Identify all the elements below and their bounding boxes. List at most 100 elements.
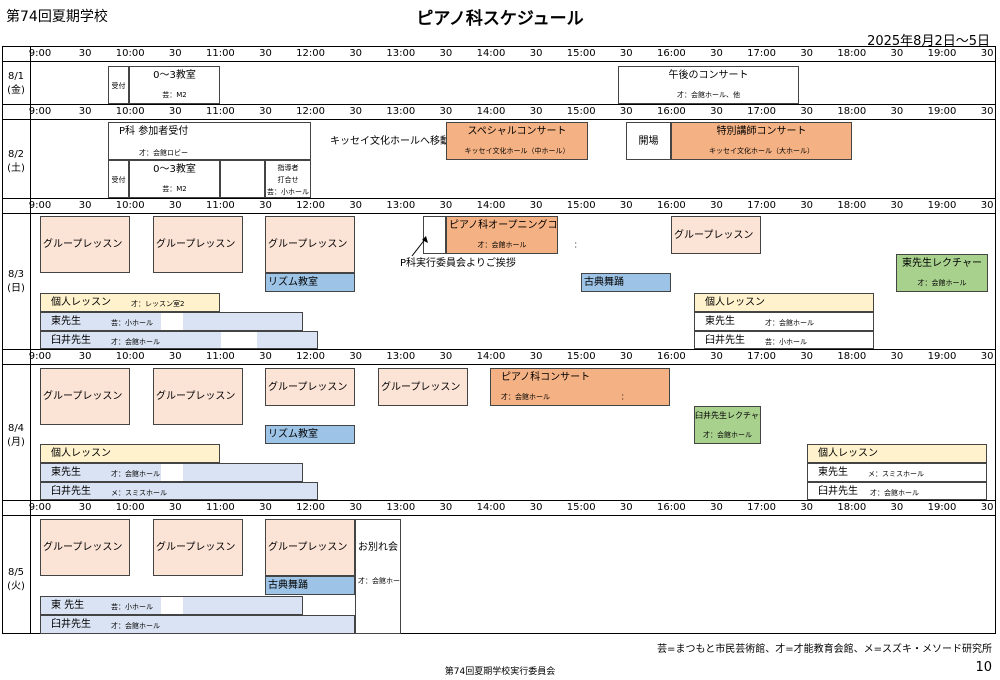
time-label: 10:00	[115, 502, 145, 513]
time-label: 12:00	[296, 351, 326, 362]
time-label: 30	[619, 502, 633, 513]
time-label: 18:00	[837, 200, 867, 211]
time-label: 10:00	[115, 106, 145, 117]
page-number: 10	[975, 660, 992, 675]
time-label: 30	[439, 200, 453, 211]
time-label: 11:00	[205, 351, 235, 362]
time-label: 30	[890, 351, 904, 362]
time-label: 17:00	[747, 48, 777, 59]
time-label: 14:00	[476, 106, 506, 117]
group-lesson-box: グループレッスン	[265, 519, 355, 576]
time-label: 9:00	[28, 502, 52, 513]
time-label: 19:00	[927, 48, 957, 59]
time-label: 18:00	[837, 48, 867, 59]
time-label: 30	[529, 200, 543, 211]
time-label: 30	[619, 106, 633, 117]
time-label: 9:00	[28, 106, 52, 117]
private-lesson-box: 個人レッスン 才：レッスン室2	[40, 293, 220, 312]
classical-dance-box: 古典舞踊	[265, 576, 355, 595]
day-divider	[2, 349, 996, 350]
time-label: 14:00	[476, 200, 506, 211]
time-label: 30	[168, 351, 182, 362]
time-label: 30	[259, 502, 272, 513]
usui-lesson-box: 臼井先生 才：会館ホール	[40, 615, 355, 634]
rhythm-class-box: リズム教室	[265, 273, 355, 292]
time-label: 30	[259, 106, 272, 117]
time-label: 30	[890, 502, 904, 513]
time-label: 9:00	[28, 48, 52, 59]
lecture-box: 東先生レクチャー 才：会館ホール	[896, 254, 988, 292]
page-title: ピアノ科スケジュール	[416, 9, 584, 29]
time-label: 11:00	[205, 200, 235, 211]
time-label: 30	[349, 200, 363, 211]
time-label: 30	[890, 48, 904, 59]
colon-mark: ：	[574, 241, 581, 249]
time-label: 16:00	[656, 351, 686, 362]
time-label: 30	[800, 351, 814, 362]
time-label: 30	[710, 502, 723, 513]
time-label: 15:00	[566, 48, 596, 59]
time-label: 19:00	[927, 200, 957, 211]
time-label: 12:00	[296, 200, 326, 211]
higashi-lesson-box: 東先生 メ：スミスホール	[807, 463, 987, 482]
time-label: 17:00	[747, 351, 777, 362]
usui-lesson-box: 臼井先生 才：会館ホール	[807, 482, 987, 500]
time-label: 30	[529, 502, 543, 513]
time-label: 9:00	[28, 351, 52, 362]
farewell-box: お別れ会 才：会館ホール	[355, 519, 401, 634]
time-label: 30	[619, 48, 633, 59]
time-label: 13:00	[386, 351, 416, 362]
rhythm-class-box: リズム教室	[265, 425, 355, 444]
time-label: 30	[78, 48, 92, 59]
time-label: 10:00	[115, 48, 145, 59]
time-label: 30	[349, 48, 363, 59]
time-label: 14:00	[476, 48, 506, 59]
group-lesson-box: グループレッスン	[153, 368, 243, 425]
time-label: 30	[980, 48, 994, 59]
time-label: 30	[800, 106, 814, 117]
time-label: 17:00	[747, 106, 777, 117]
time-label: 16:00	[656, 502, 686, 513]
time-label: 15:00	[566, 200, 596, 211]
time-label: 19:00	[927, 502, 957, 513]
time-label: 30	[439, 502, 453, 513]
time-label: 13:00	[386, 48, 416, 59]
private-lesson-box: 個人レッスン	[40, 444, 220, 463]
group-lesson-box: グループレッスン	[40, 368, 130, 425]
time-label: 30	[349, 502, 363, 513]
day-label-8-4: 8/4(月)	[7, 423, 25, 448]
time-label: 30	[259, 48, 272, 59]
teacher-concert-box: 特別講師コンサート キッセイ文化ホール（大ホール）	[671, 122, 852, 160]
day-label-8-2: 8/2(土)	[7, 149, 25, 174]
day-divider	[2, 198, 996, 199]
group-lesson-box: グループレッスン	[265, 368, 355, 406]
time-label: 13:00	[386, 106, 416, 117]
time-label: 30	[710, 48, 723, 59]
time-label: 30	[800, 502, 814, 513]
time-label: 11:00	[205, 502, 235, 513]
time-label: 17:00	[747, 502, 777, 513]
time-label: 9:00	[28, 200, 52, 211]
date-range: 2025年8月2日～5日	[867, 34, 990, 49]
time-label: 30	[259, 351, 272, 362]
time-label: 11:00	[205, 48, 235, 59]
usui-lesson-box: 臼井先生 メ：スミスホール	[40, 482, 318, 500]
reception-box: 受付	[108, 66, 129, 104]
time-label: 30	[800, 48, 814, 59]
time-label: 14:00	[476, 502, 506, 513]
time-label: 18:00	[837, 502, 867, 513]
group-lesson-box: グループレッスン	[153, 519, 243, 576]
class-box: 0～3教室 芸：M2	[129, 66, 220, 104]
empty-box	[220, 160, 265, 198]
time-label: 18:00	[837, 351, 867, 362]
time-label: 17:00	[747, 200, 777, 211]
higashi-lesson-box: 東先生 芸：小ホール	[40, 312, 303, 331]
greeting-text: P科実行委員会よりご挨拶	[400, 258, 516, 269]
day-label-8-5: 8/5(火)	[7, 567, 25, 592]
time-label: 30	[349, 351, 363, 362]
time-label: 30	[890, 106, 904, 117]
